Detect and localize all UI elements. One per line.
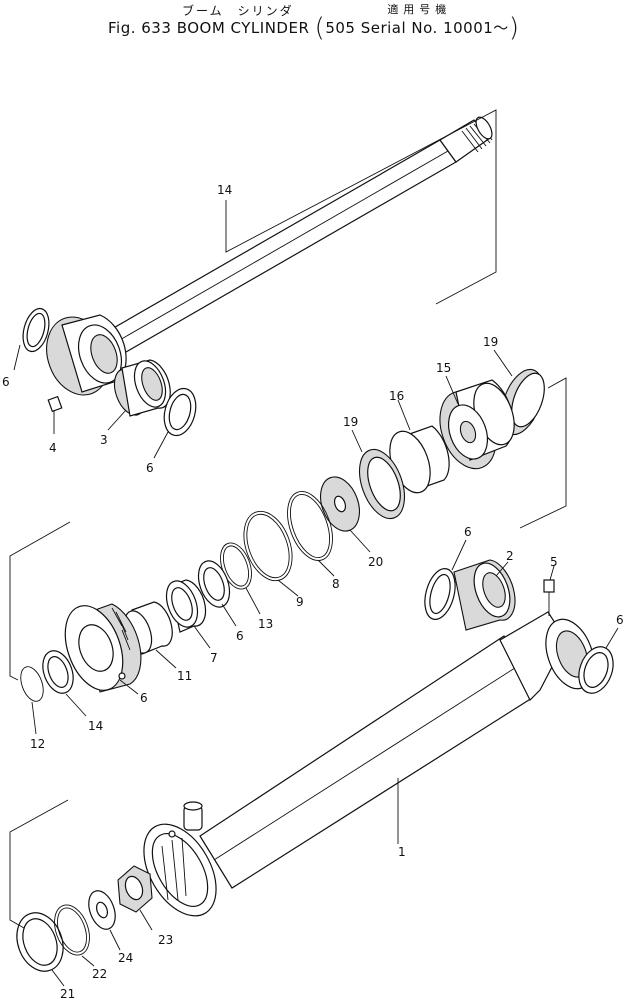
leader-6d (605, 627, 619, 649)
seal-15 (42, 650, 74, 694)
nut-19-lower (358, 448, 406, 520)
figure-title: ブーム シリンダ Fig. 633 BOOM CYLINDER ( 適用号機 505… (0, 0, 627, 46)
figure-number: Fig. 633 (108, 19, 172, 37)
seal-ring-6b (163, 387, 197, 437)
part-label-18: 16 (389, 389, 404, 403)
leader-9 (193, 625, 211, 649)
leader-18 (397, 399, 411, 431)
part-label-11: 9 (296, 595, 304, 609)
piston-rod (46, 116, 493, 396)
leader-24 (109, 929, 121, 951)
dust-seal-21 (16, 912, 64, 972)
seal-ring-6d (578, 646, 614, 694)
bushing-12 (123, 601, 173, 655)
bushing-2 (453, 559, 516, 631)
piston-17 (439, 379, 515, 470)
cylinder-head-7 (64, 603, 142, 693)
leader-2 (495, 561, 509, 577)
plate-20 (320, 476, 360, 532)
leader-10 (317, 559, 335, 577)
leader-8 (221, 603, 237, 627)
applicability-japanese: 適用号機 (387, 3, 452, 16)
serial-range: 505 Serial No. 10001～ (325, 19, 509, 37)
part-label-14: 13 (258, 617, 273, 631)
part-label-22: 22 (92, 967, 107, 981)
leader-22 (81, 955, 95, 967)
seal-ring-6c (424, 568, 456, 620)
leader-21 (51, 969, 65, 987)
part-label-1: 1 (398, 845, 406, 859)
part-label-6b: 6 (146, 461, 154, 475)
part-label-6d: 6 (616, 613, 624, 627)
leader-3 (107, 409, 127, 431)
part-label-9: 7 (210, 651, 218, 665)
part-label-8: 6 (236, 629, 244, 643)
leader-19b (351, 429, 363, 453)
part-label-17: 15 (436, 361, 451, 375)
leader-17 (445, 375, 459, 405)
leader-23 (139, 909, 153, 931)
leader-20 (349, 529, 371, 553)
leader-6a (13, 344, 21, 371)
ring-11 (243, 510, 293, 582)
leader-7 (119, 679, 139, 695)
washer-24 (88, 890, 116, 930)
part-label-20: 20 (368, 555, 383, 569)
part-label-23: 23 (158, 933, 173, 947)
leader-14 (245, 587, 261, 615)
bushing-3 (113, 359, 171, 417)
title-japanese: ブーム シリンダ (182, 4, 294, 18)
snap-ring-22 (54, 904, 90, 956)
leader-13 (31, 701, 37, 735)
part-label-7: 6 (140, 691, 148, 705)
seal-ring-6a (22, 307, 50, 353)
paren-close: ) (508, 13, 520, 43)
grease-fitting-4 (47, 395, 63, 434)
grease-fitting-5 (543, 579, 555, 616)
leader-12 (155, 649, 177, 669)
part-label-19a: 19 (483, 335, 498, 349)
part-name: BOOM CYLINDER (176, 19, 310, 37)
leader-group-bottom (9, 799, 69, 929)
part-label-13: 12 (30, 737, 45, 751)
part-label-6c: 6 (464, 525, 472, 539)
leader-11 (277, 579, 299, 597)
part-label-16: 14 (217, 183, 232, 197)
part-label-21: 21 (60, 987, 75, 999)
part-label-5: 5 (550, 555, 558, 569)
part-label-10: 8 (332, 577, 340, 591)
nut-23 (117, 865, 153, 913)
leader-5 (549, 565, 555, 581)
snap-ring-13 (20, 666, 44, 702)
bushing-9 (165, 579, 207, 633)
leader-19a (493, 349, 513, 377)
seal-8 (197, 560, 231, 608)
part-label-24: 24 (118, 951, 133, 965)
part-label-6a: 6 (2, 375, 10, 389)
ring-10 (287, 491, 333, 561)
leader-group-right (519, 377, 567, 529)
leader-group-left (9, 521, 71, 681)
leader-15 (65, 693, 87, 717)
part-label-2: 2 (506, 549, 514, 563)
applicability: 適用号機 505 Serial No. 10001～ (325, 3, 509, 38)
title-english: Fig. 633 BOOM CYLINDER ( 適用号機 505 Serial N… (108, 3, 519, 41)
cylinder-tube (143, 611, 595, 917)
part-label-4: 4 (49, 441, 57, 455)
part-label-3: 3 (100, 433, 108, 447)
part-label-12: 11 (177, 669, 192, 683)
leader-6b (153, 431, 169, 459)
leader-16 (225, 109, 497, 305)
leader-6c (451, 539, 467, 571)
part-label-19b: 19 (343, 415, 358, 429)
paren-open: ( (314, 13, 326, 43)
part-label-15: 14 (88, 719, 103, 733)
